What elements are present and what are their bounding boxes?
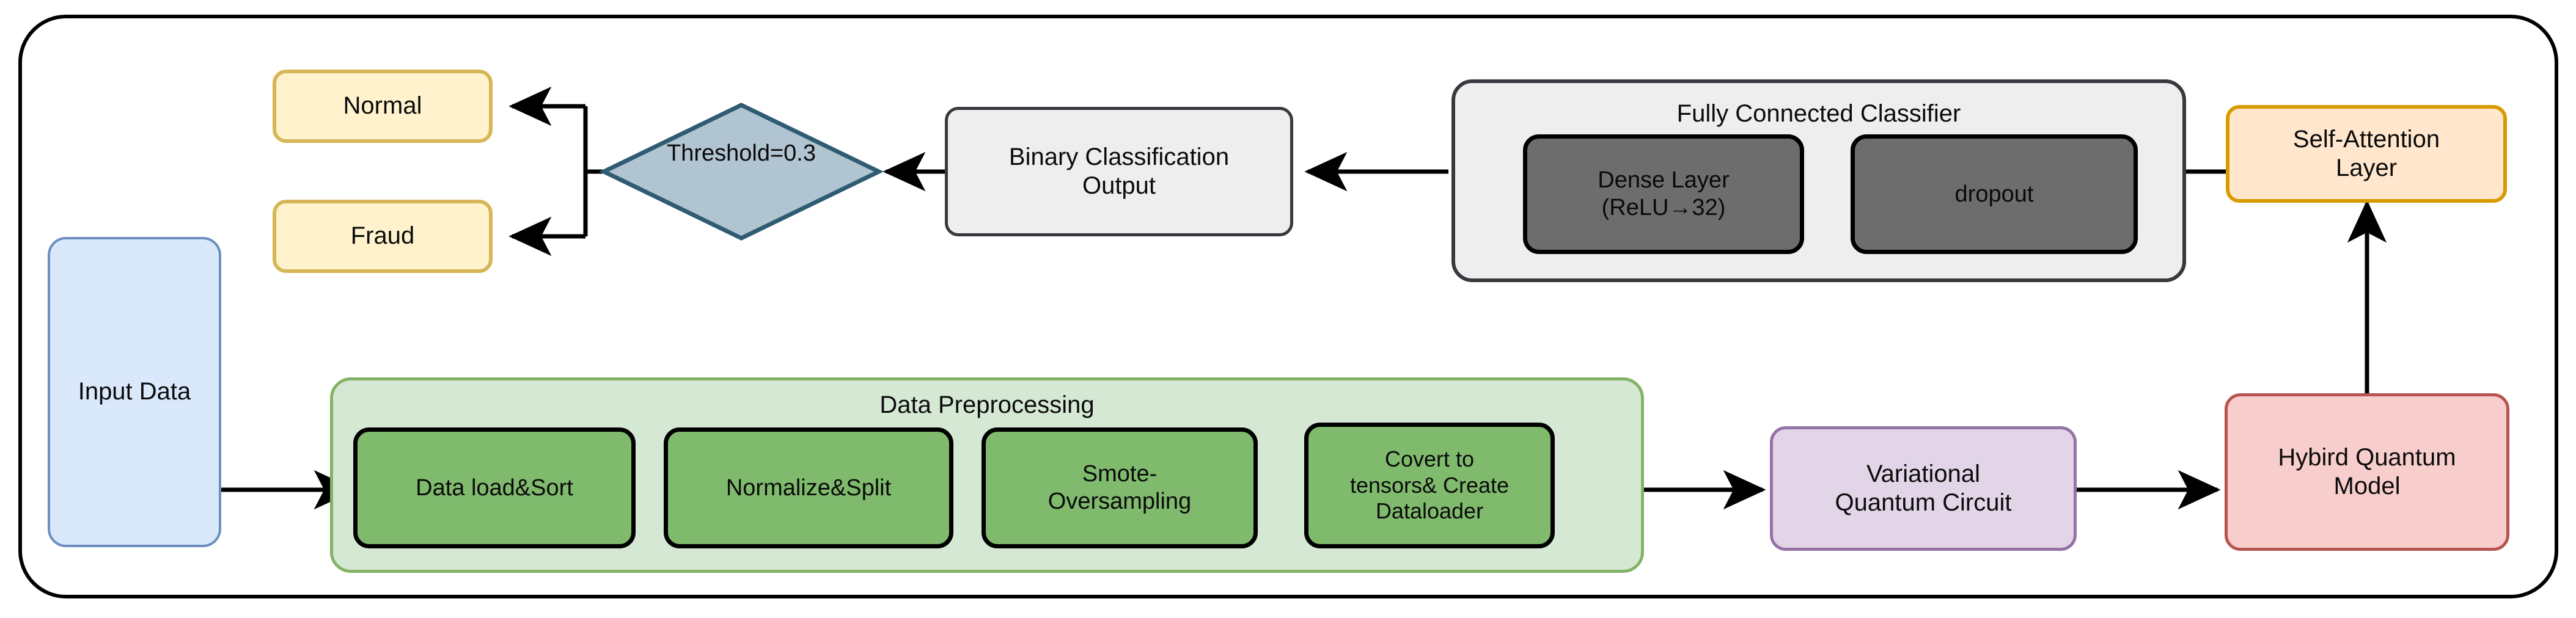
group-fully-connected-classifier-title: Fully Connected Classifier <box>1676 100 1961 127</box>
node-normalize-split[interactable]: Normalize&Split <box>664 427 953 548</box>
node-dropout[interactable]: dropout <box>1851 134 2138 254</box>
node-convert-to-tensors[interactable]: Covert to tensors& Create Dataloader <box>1304 423 1555 548</box>
node-hybrid-quantum-model[interactable]: Hybird Quantum Model <box>2225 393 2509 551</box>
node-self-attention-layer[interactable]: Self-Attention Layer <box>2226 105 2507 203</box>
node-hybrid-quantum-model-label: Hybird Quantum Model <box>2278 443 2456 500</box>
node-threshold-label: Threshold=0.3 <box>667 140 816 166</box>
node-binary-classification-output-label: Binary Classification Output <box>1008 143 1230 199</box>
node-normalize-split-label: Normalize&Split <box>725 474 892 501</box>
node-smote-oversampling-label: Smote- Oversampling <box>1048 461 1192 514</box>
node-convert-to-tensors-label: Covert to tensors& Create Dataloader <box>1349 446 1510 524</box>
diagram-outer-frame <box>18 15 2558 598</box>
node-fraud-label: Fraud <box>350 222 415 250</box>
node-dropout-label: dropout <box>1954 181 2034 207</box>
node-data-load-sort[interactable]: Data load&Sort <box>353 427 636 548</box>
node-binary-classification-output[interactable]: Binary Classification Output <box>945 107 1293 236</box>
node-self-attention-layer-label: Self-Attention Layer <box>2292 125 2440 181</box>
node-dense-layer[interactable]: Dense Layer (ReLU→32) <box>1523 134 1804 254</box>
node-normal[interactable]: Normal <box>273 70 493 143</box>
node-fraud[interactable]: Fraud <box>273 200 493 273</box>
node-smote-oversampling[interactable]: Smote- Oversampling <box>982 427 1258 548</box>
node-variational-quantum-circuit[interactable]: Variational Quantum Circuit <box>1770 426 2077 551</box>
node-dense-layer-label: Dense Layer (ReLU→32) <box>1598 167 1730 220</box>
node-threshold-diamond[interactable]: Threshold=0.3 <box>604 105 879 238</box>
node-variational-quantum-circuit-label: Variational Quantum Circuit <box>1835 460 2012 516</box>
group-data-preprocessing-title: Data Preprocessing <box>879 391 1095 418</box>
node-input-data[interactable]: Input Data <box>48 237 221 547</box>
node-normal-label: Normal <box>343 92 422 120</box>
node-input-data-label: Input Data <box>78 378 191 405</box>
node-data-load-sort-label: Data load&Sort <box>416 474 573 501</box>
